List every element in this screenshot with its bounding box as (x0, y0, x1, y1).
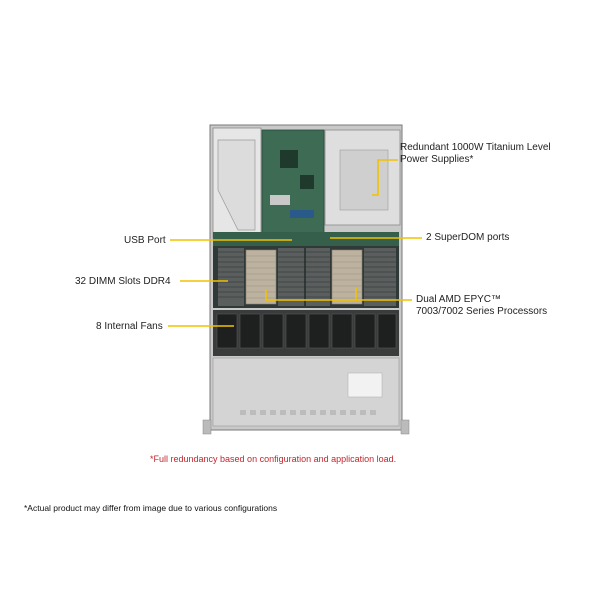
callout-line-cpu (265, 288, 357, 301)
front-handle-left (202, 419, 212, 435)
callout-dimm: 32 DIMM Slots DDR4 (75, 276, 171, 287)
front-label (347, 372, 383, 398)
callout-cpu: Dual AMD EPYC™ 7003/7002 Series Processo… (416, 294, 547, 318)
callout-fans: 8 Internal Fans (96, 321, 163, 332)
callout-lines (168, 159, 422, 327)
chip-1 (280, 150, 298, 168)
callout-cpu-line1: Dual AMD EPYC™ (416, 294, 502, 305)
callout-power: Redundant 1000W Titanium Level Power Sup… (400, 142, 551, 166)
mid-board (213, 232, 399, 246)
chip-2 (300, 175, 314, 189)
disclaimer: *Actual product may differ from image du… (24, 503, 278, 513)
cpu-heatsink-1 (245, 249, 277, 305)
motherboard-top (261, 129, 325, 239)
heatsink-fins (246, 255, 362, 299)
callout-power-line2: Power Supplies* (400, 154, 474, 165)
callout-cpu-line2: 7003/7002 Series Processors (416, 306, 548, 317)
callout-power-line1: Redundant 1000W Titanium Level (400, 142, 551, 153)
callout-line-power (372, 159, 398, 196)
front-vents (240, 410, 376, 415)
fan-units (216, 313, 397, 349)
callout-usb: USB Port (124, 235, 166, 246)
chip-4 (290, 210, 314, 218)
psu-bracket (217, 139, 256, 231)
callout-superdom: 2 SuperDOM ports (426, 232, 510, 243)
chip-3 (270, 195, 290, 205)
front-handle-right (400, 419, 410, 435)
cpu-heatsink-2 (331, 249, 363, 305)
footnote: *Full redundancy based on configuration … (150, 454, 397, 464)
dimm-stripes (218, 251, 396, 298)
psu-cage-inner (339, 149, 389, 211)
